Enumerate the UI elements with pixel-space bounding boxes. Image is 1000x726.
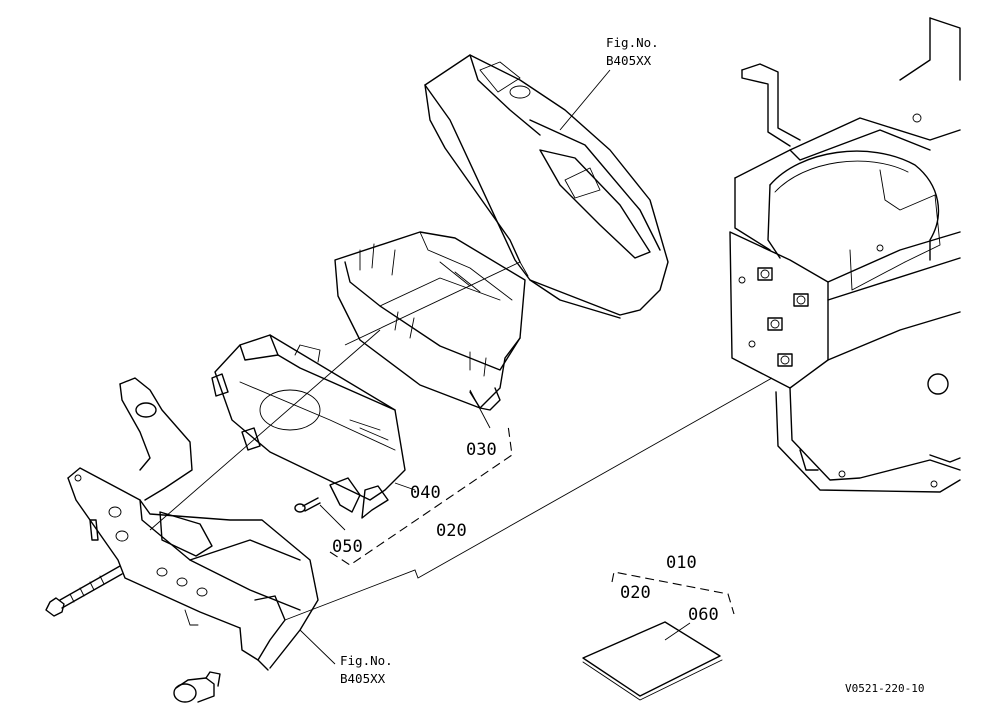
part-040-meter-assembly — [211, 334, 406, 519]
part-060-sheet — [582, 621, 723, 701]
label-020-lower: 020 — [436, 521, 467, 541]
panel-cover — [424, 54, 669, 319]
label-060: 060 — [688, 605, 719, 625]
drawing-code: V0521-220-10 — [845, 682, 924, 695]
label-010: 010 — [666, 553, 697, 573]
long-bolt — [45, 565, 123, 617]
leader-lines — [149, 69, 773, 665]
label-030: 030 — [466, 440, 497, 460]
label-020-upper: 020 — [620, 583, 651, 603]
fig-ref-bottom-line1: Fig.No. — [340, 653, 393, 668]
cap-knob — [173, 671, 221, 703]
label-040: 040 — [410, 483, 441, 503]
fig-ref-top-line2: B405XX — [606, 53, 652, 68]
part-050-screw — [294, 497, 321, 513]
label-050: 050 — [332, 537, 363, 557]
fig-ref-bottom-line2: B405XX — [340, 671, 386, 686]
frame-assembly — [729, 17, 961, 493]
mounting-bracket — [67, 377, 319, 671]
labels: Fig.No. B405XX Fig.No. B405XX 030 040 02… — [332, 35, 924, 695]
fig-ref-top-line1: Fig.No. — [606, 35, 659, 50]
part-030-meter-cover — [334, 231, 526, 411]
